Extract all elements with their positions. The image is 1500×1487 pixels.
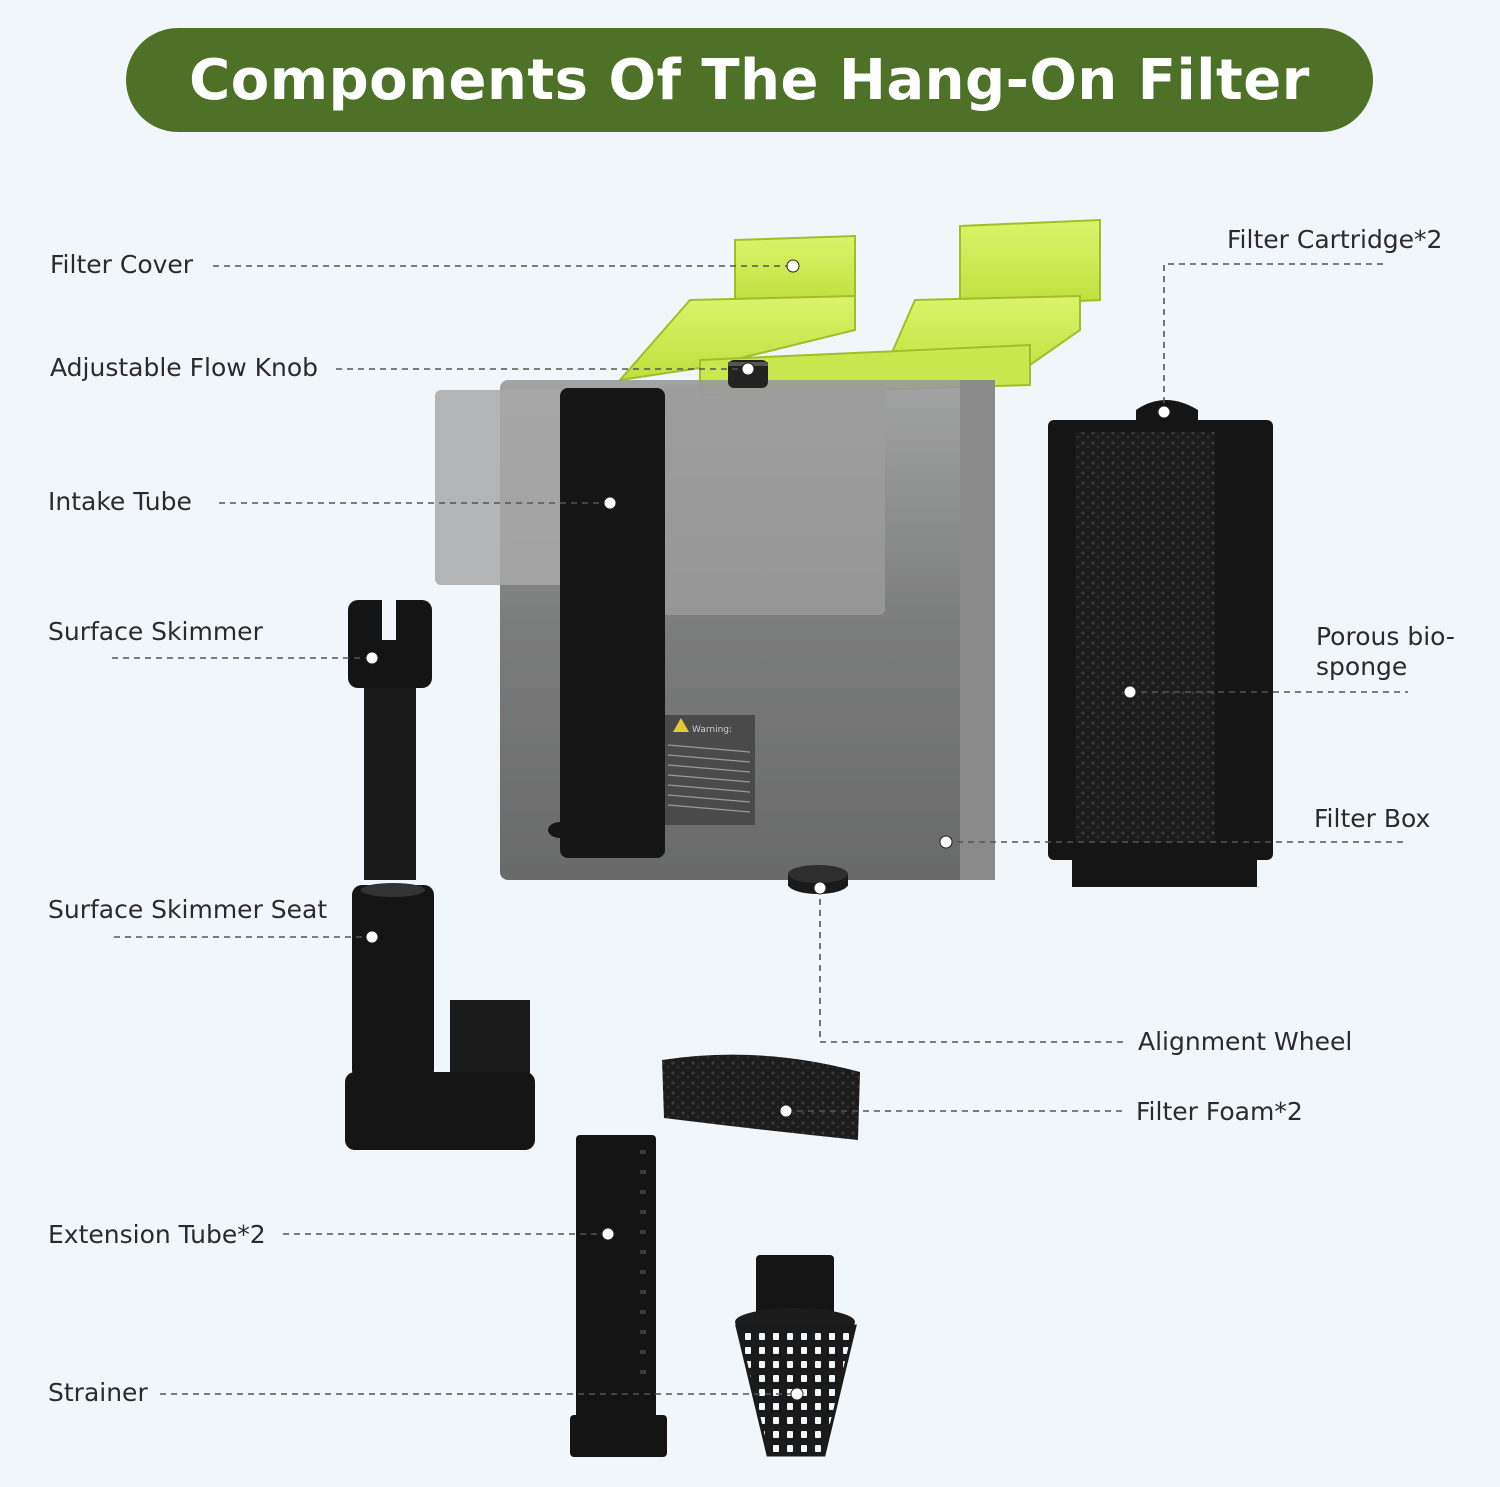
- label-strainer: Strainer: [48, 1378, 148, 1407]
- label-flow-knob: Adjustable Flow Knob: [50, 353, 319, 382]
- label-bio-sponge: Porous bio-sponge: [1316, 622, 1455, 681]
- skimmer-seat-shape: [345, 883, 535, 1150]
- label-extension-tube: Extension Tube*2: [48, 1220, 266, 1249]
- extension-tube-shape: [570, 1135, 667, 1457]
- label-surface-skimmer: Surface Skimmer: [48, 617, 263, 646]
- page-title: Components Of The Hang-On Filter: [189, 47, 1310, 113]
- filter-box-shape: Warning:: [435, 380, 995, 880]
- label-filter-foam: Filter Foam*2: [1136, 1097, 1303, 1126]
- filter-foam-shape: [662, 1054, 860, 1140]
- label-filter-box: Filter Box: [1314, 804, 1431, 833]
- label-skimmer-seat: Surface Skimmer Seat: [48, 895, 328, 924]
- surface-skimmer-shape: [348, 600, 432, 880]
- label-filter-cartridge: Filter Cartridge*2: [1227, 225, 1443, 254]
- label-alignment-wheel: Alignment Wheel: [1138, 1027, 1353, 1056]
- leader-lines: [112, 263, 1408, 1395]
- label-filter-cover: Filter Cover: [50, 250, 194, 279]
- warning-heading: Warning:: [692, 725, 732, 735]
- pointer-dots: [365, 259, 1171, 1401]
- label-intake-tube: Intake Tube: [48, 487, 192, 516]
- title-banner: Components Of The Hang-On Filter: [126, 28, 1373, 132]
- strainer-shape: [735, 1255, 857, 1457]
- filter-cartridge-shape: [1048, 400, 1273, 887]
